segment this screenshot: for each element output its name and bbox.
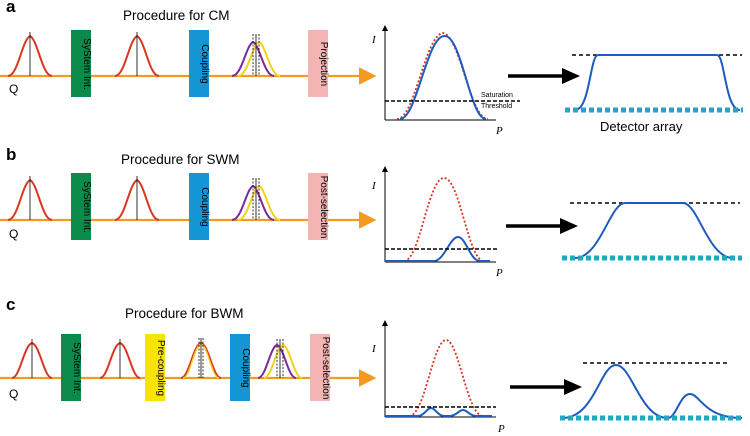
measured-curve [385,235,490,262]
saturation-label: Saturation [481,92,513,99]
system-int-box [61,334,81,401]
q-label: Q [9,387,18,401]
detector-signal [574,202,734,259]
system-int-label: SyStem Int. [81,181,92,233]
pre-coupling-box [145,334,165,401]
x-axis-label: P [497,423,505,435]
intensity-plot-a: I P Saturation Threshold [371,25,520,137]
procedure-title-swm: Procedure for SWM [121,152,240,167]
measured-curve [399,34,487,120]
panel-letter-c: c [6,295,15,314]
result-arrow-head [562,68,580,84]
panel-a: a Procedure for CM Q SyStem Int. Couplin… [0,0,743,137]
panel-letter-b: b [6,145,16,164]
detector-array-label: Detector array [600,119,683,134]
gaussian-pulse-purple [257,343,297,379]
x-axis-label: P [495,267,503,279]
system-int-box [71,173,91,240]
coupling-label: Coupling [199,187,210,226]
coupling-box [189,173,209,240]
system-int-box [71,30,91,97]
q-label: Q [9,227,18,241]
gaussian-pulse-yellow [263,343,303,379]
procedure-title-cm: Procedure for CM [123,8,230,23]
x-axis-label: P [495,125,503,137]
post-selection-box [308,173,328,240]
result-arrow-head [564,379,582,395]
panel-letter-a: a [6,0,16,16]
intensity-plot-c: I P [371,320,505,435]
coupling-label: Coupling [199,44,210,83]
intensity-plot-b: I P [371,166,503,279]
system-int-label: SyStem Int. [81,38,92,90]
detector-signal [561,363,743,420]
pre-coupling-label: Pre-coupling [155,340,166,396]
measured-curve [385,406,492,417]
coupling-box [189,30,209,97]
result-arrow-head [560,218,578,234]
threshold-label: Threshold [481,103,512,110]
y-axis-label: I [371,343,377,355]
post-selection-label: Post-selection [318,176,329,239]
y-axis-label: I [371,34,377,46]
coupling-label: Coupling [240,348,251,387]
post-selection-box [310,334,330,401]
ideal-curve [408,339,484,417]
y-axis-label: I [371,180,377,192]
projection-label: Projection [318,42,329,86]
q-label: Q [9,82,18,96]
projection-box [308,30,328,97]
detector-signal [574,54,741,111]
panel-c: c Procedure for BWM Q SyStem Int. Pre-co… [0,295,744,435]
system-int-label: SyStem Int. [71,342,82,394]
coupling-box [230,334,250,401]
post-selection-label: Post-selection [320,337,331,400]
panel-b: b Procedure for SWM Q SyStem Int. Coupli… [0,145,742,279]
procedure-title-bwm: Procedure for BWM [125,306,244,321]
